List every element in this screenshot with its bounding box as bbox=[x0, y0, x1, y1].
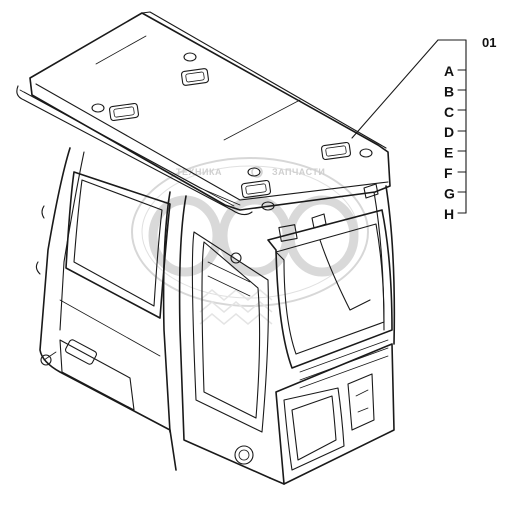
part-label-a: A bbox=[444, 63, 454, 79]
roof-fittings bbox=[91, 52, 379, 242]
callout-number: 01 bbox=[482, 35, 496, 50]
cab-body bbox=[16, 11, 396, 485]
door-handle bbox=[64, 339, 98, 365]
roof-panel bbox=[16, 11, 391, 216]
watermark-left-text: ТЕХНИКА bbox=[176, 167, 222, 177]
part-label-h: H bbox=[444, 206, 454, 222]
front-window-frame bbox=[267, 209, 395, 485]
part-label-c: C bbox=[444, 104, 454, 120]
part-label-f: F bbox=[444, 165, 453, 181]
callout-leader-line bbox=[351, 39, 439, 139]
watermark-right-text: ЗАПЧАСТИ bbox=[272, 167, 325, 177]
part-label-e: E bbox=[444, 145, 453, 161]
left-side-frame bbox=[35, 147, 177, 471]
part-label-g: G bbox=[444, 185, 455, 201]
center-pillar bbox=[162, 191, 271, 479]
callout-ticks bbox=[457, 69, 467, 214]
right-side-frame bbox=[373, 185, 396, 345]
part-label-b: B bbox=[444, 83, 454, 99]
part-label-d: D bbox=[444, 124, 454, 140]
gear-icon bbox=[251, 166, 263, 178]
